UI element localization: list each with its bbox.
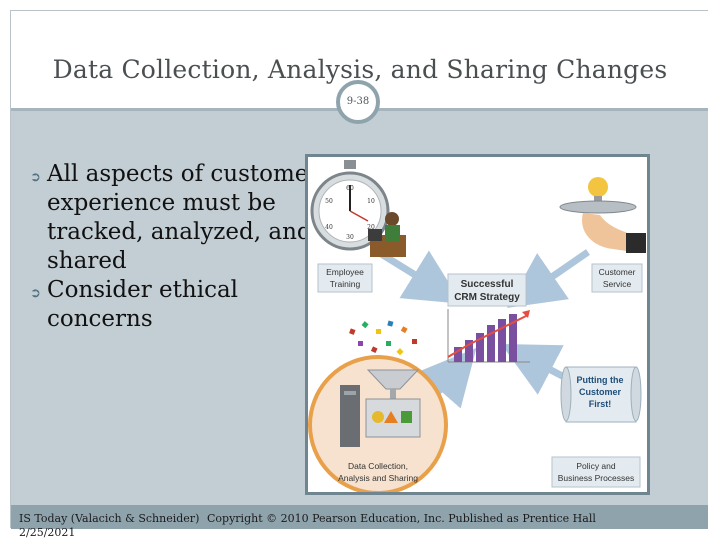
crm-strategy-figure: 60 10 20 30 40 50 Employee Training Succ…: [305, 154, 650, 495]
page-number-badge: 9-38: [336, 80, 380, 124]
crm-illustration: 60 10 20 30 40 50 Employee Training Succ…: [308, 160, 646, 492]
arrow-icon: [376, 249, 462, 304]
bullet-arrow-icon: ➲: [30, 170, 41, 185]
bullet-list: ➲ All aspects of customer experience mus…: [30, 160, 320, 334]
putting-customer-first-label: First!: [589, 399, 612, 409]
lightbulb-tray-icon: [559, 177, 646, 253]
arrow-icon: [501, 344, 570, 395]
arrow-icon: [506, 249, 590, 308]
bullet-arrow-icon: ➲: [30, 286, 41, 301]
bullet-item: ➲ Consider ethical concerns: [30, 276, 320, 334]
policy-label: Business Processes: [558, 473, 635, 483]
putting-customer-first-label: Putting the: [577, 375, 624, 385]
footer-strip: [11, 505, 708, 529]
computer-funnel-icon: [340, 369, 421, 447]
stopwatch-number: 40: [325, 224, 333, 231]
footer-source: IS Today (Valacich & Schneider) 2/25/202…: [19, 512, 199, 540]
footer-copyright: Copyright © 2010 Pearson Education, Inc.…: [207, 512, 596, 525]
bullet-text: All aspects of customer experience must …: [47, 161, 320, 274]
bullet-text: Consider ethical concerns: [47, 277, 239, 332]
putting-customer-first-label: Customer: [579, 387, 622, 397]
slide-title: Data Collection, Analysis, and Sharing C…: [52, 55, 668, 84]
footer-source-title: IS Today (Valacich & Schneider): [19, 512, 200, 525]
data-collection-label: Data Collection,: [348, 461, 408, 471]
stopwatch-number: 20: [367, 224, 375, 231]
scroll-icon: Putting the Customer First!: [560, 366, 642, 423]
crm-strategy-label: CRM Strategy: [454, 292, 520, 303]
policy-label: Policy and: [576, 461, 615, 471]
stopwatch-number: 50: [325, 198, 333, 205]
stopwatch-number: 60: [346, 185, 354, 192]
stopwatch-number: 30: [346, 234, 354, 241]
customer-service-label: Customer: [599, 267, 636, 277]
growth-bar-chart-icon: [447, 309, 530, 363]
footer-date: 2/25/2021: [19, 526, 76, 539]
bullet-item: ➲ All aspects of customer experience mus…: [30, 160, 320, 276]
employee-training-label: Employee: [326, 267, 364, 277]
crm-strategy-label: Successful: [461, 279, 514, 290]
customer-service-label: Service: [603, 279, 632, 289]
stopwatch-number: 10: [367, 198, 375, 205]
data-collection-label: Analysis and Sharing: [338, 473, 418, 483]
employee-desk-icon: [368, 212, 406, 257]
employee-training-label: Training: [330, 279, 361, 289]
